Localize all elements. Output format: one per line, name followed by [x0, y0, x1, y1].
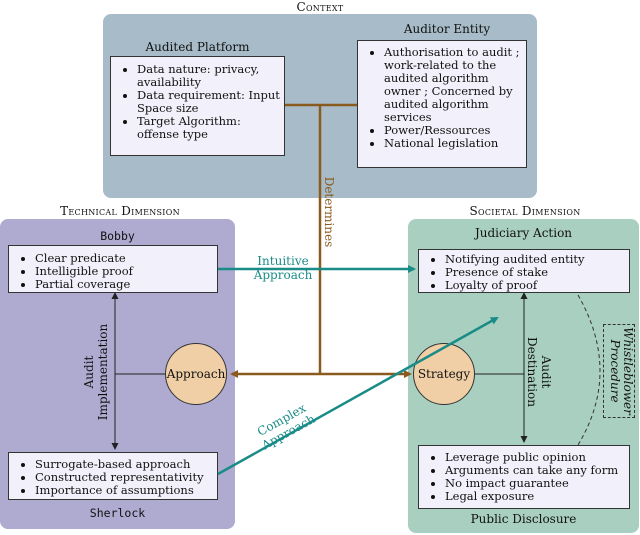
judiciary-action-box: Notifying audited entity Presence of sta…: [418, 249, 630, 293]
societal-title: Societal Dimension: [469, 204, 581, 218]
complex-approach-arrow: [217, 316, 499, 476]
approach-node: Approach: [165, 343, 227, 405]
public-item: No impact guarantee: [445, 477, 629, 490]
sherlock-item: Surrogate-based approach: [35, 458, 217, 471]
sherlock-item: Constructed representativity: [35, 471, 217, 484]
auditor-entity-label: Auditor Entity: [403, 22, 491, 36]
platform-item: Data requirement: Input Space size: [137, 89, 284, 115]
public-item: Legal exposure: [445, 490, 629, 503]
bobby-label: Bobby: [100, 229, 135, 243]
bobby-item: Clear predicate: [35, 252, 217, 265]
audited-platform-label: Audited Platform: [145, 40, 250, 54]
intuitive-line2: Approach: [253, 268, 313, 282]
bobby-item: Intelligible proof: [35, 265, 217, 278]
approach-node-label: Approach: [166, 367, 226, 381]
strategy-node-label: Strategy: [417, 367, 471, 381]
bobby-box: Clear predicate Intelligible proof Parti…: [8, 245, 218, 293]
auditor-item: Power/Ressources: [384, 124, 526, 137]
context-title: Context: [296, 0, 344, 14]
judiciary-item: Presence of stake: [445, 266, 629, 279]
platform-item: Data nature: privacy, availability: [137, 63, 284, 89]
whistleblower-curve: [577, 294, 601, 446]
sherlock-item: Importance of assumptions: [35, 484, 217, 497]
sherlock-label: Sherlock: [89, 506, 146, 520]
auditor-item: National legislation: [384, 137, 526, 150]
intuitive-line1: Intuitive: [257, 254, 309, 268]
judiciary-action-label: Judiciary Action: [474, 226, 573, 240]
auditor-entity-box: Authorisation to audit ; work-related to…: [357, 40, 527, 168]
determines-label: Determines: [322, 176, 336, 248]
public-disclosure-label: Public Disclosure: [470, 512, 577, 526]
platform-item: Target Algorithm: offense type: [137, 115, 284, 141]
audited-platform-box: Data nature: privacy, availability Data …: [110, 56, 285, 156]
technical-title: Technical Dimension: [60, 204, 180, 218]
sherlock-box: Surrogate-based approach Constructed rep…: [8, 452, 218, 500]
intuitive-approach-label: Intuitive Approach: [248, 254, 318, 282]
bobby-item: Partial coverage: [35, 278, 217, 291]
strategy-node: Strategy: [413, 343, 475, 405]
auditor-item: Authorisation to audit ; work-related to…: [384, 46, 526, 124]
whistleblower-box: [603, 324, 635, 418]
public-item: Leverage public opinion: [445, 451, 629, 464]
judiciary-item: Notifying audited entity: [445, 253, 629, 266]
judiciary-item: Loyalty of proof: [445, 279, 629, 292]
public-item: Arguments can take any form: [445, 464, 629, 477]
public-disclosure-box: Leverage public opinion Arguments can ta…: [418, 445, 630, 509]
